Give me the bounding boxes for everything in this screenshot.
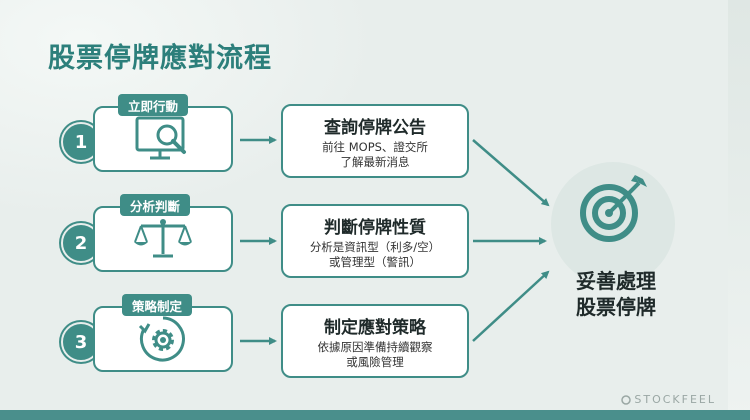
- step-title-2: 判斷停牌性質: [324, 218, 426, 238]
- step-tag-1: 立即行動: [118, 94, 189, 116]
- goal-line1: 妥善處理: [576, 269, 656, 293]
- brand-name: STOCKFEEL: [634, 393, 716, 406]
- step-card-1: 查詢停牌公告 前往 MOPS、證交所 了解最新消息: [281, 104, 469, 178]
- arrow-to-goal-3: [472, 270, 550, 342]
- step-tag-3: 策略制定: [122, 294, 193, 316]
- step-icon-box-3: [93, 306, 233, 372]
- right-edge-shadow: [728, 0, 750, 420]
- balance-scale-icon: [134, 219, 192, 258]
- step-desc-3-line2: 或風險管理: [346, 355, 404, 369]
- target-arrow-icon: [580, 175, 647, 242]
- brand-logo: STOCKFEEL: [621, 393, 716, 406]
- step-icon-box-2: [93, 206, 233, 272]
- brand-mark-icon: [621, 394, 632, 405]
- bottom-band: [0, 410, 750, 420]
- step-desc-2-line2: 或管理型（警訊）: [329, 255, 421, 269]
- arrow-to-goal-1: [472, 139, 550, 207]
- step-desc-1-line1: 前往 MOPS、證交所: [322, 140, 428, 154]
- step-desc-2-line1: 分析是資訊型（利多/空）: [309, 240, 441, 254]
- step-card-2: 判斷停牌性質 分析是資訊型（利多/空） 或管理型（警訊）: [281, 204, 469, 278]
- page-title: 股票停牌應對流程: [48, 43, 272, 74]
- goal-line2: 股票停牌: [576, 295, 656, 319]
- monitor-search-icon: [135, 116, 186, 160]
- step-title-3: 制定應對策略: [324, 318, 426, 338]
- goal-circle: [551, 162, 675, 286]
- step-desc-3-line1: 依據原因準備持續觀察: [317, 340, 433, 354]
- gear-cycle-icon: [138, 316, 185, 362]
- goal-text: 妥善處理 股票停牌: [556, 268, 676, 320]
- step-tag-2: 分析判斷: [120, 194, 191, 216]
- step-desc-1-line2: 了解最新消息: [340, 155, 410, 169]
- step-title-1: 查詢停牌公告: [324, 118, 426, 138]
- step-card-3: 制定應對策略 依據原因準備持續觀察 或風險管理: [281, 304, 469, 378]
